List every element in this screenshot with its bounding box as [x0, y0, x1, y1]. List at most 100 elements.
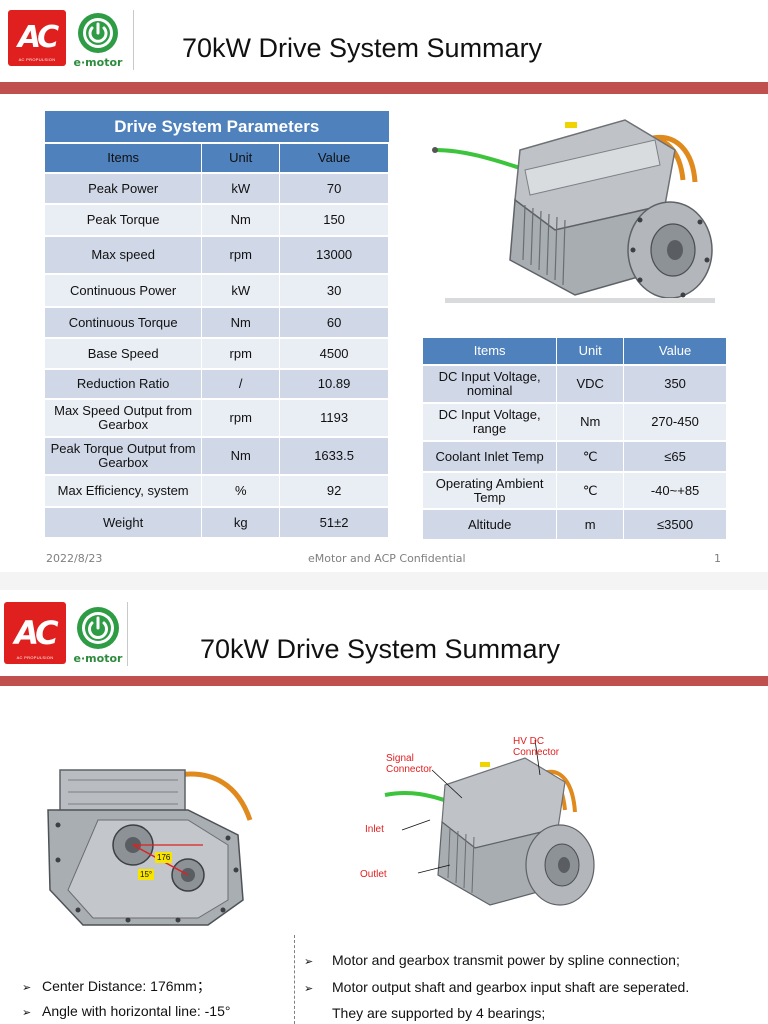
cell-unit: ℃	[556, 440, 625, 472]
bullet-arrow-icon: ➢	[304, 983, 314, 995]
logo-divider	[133, 10, 134, 70]
table-row: Peak Power kW 70	[45, 172, 389, 204]
table-caption: Drive System Parameters	[45, 111, 389, 143]
cell-unit: kg	[201, 506, 281, 537]
cell-item: Weight	[45, 506, 203, 537]
electrical-environment-table: Items Unit Value DC Input Voltage, nomin…	[423, 336, 727, 539]
table-row: Max speed rpm 13000	[45, 235, 389, 274]
slide-1: AC AC PROPULSION e·motor 70kW Drive Syst…	[0, 10, 768, 565]
callout-signal-connector: Signal Connector	[386, 753, 433, 775]
cell-unit: %	[201, 474, 281, 507]
cell-value: 1633.5	[279, 436, 389, 475]
cell-item: Altitude	[423, 508, 558, 539]
logo-divider	[127, 602, 128, 666]
cell-item: Continuous Torque	[45, 306, 203, 338]
footer-date: 2022/8/23	[46, 552, 103, 565]
cell-item: Max Speed Output from Gearbox	[45, 398, 203, 437]
power-icon	[78, 13, 118, 53]
table-row: Peak Torque Nm 150	[45, 203, 389, 236]
cell-unit: ℃	[556, 471, 625, 509]
cell-value: 92	[279, 474, 389, 507]
column-header: Unit	[201, 142, 281, 173]
table-row: Max Efficiency, system % 92	[45, 474, 389, 507]
footer-confidential: eMotor and ACP Confidential	[308, 552, 466, 565]
angle-label: 15°	[138, 869, 155, 880]
table-row: Continuous Power kW 30	[45, 273, 389, 307]
cell-value: ≤3500	[623, 508, 727, 539]
cell-value: 270-450	[623, 402, 727, 441]
cell-value: 30	[279, 273, 389, 307]
cell-unit: Nm	[201, 436, 281, 475]
table-row: Altitude m ≤3500	[423, 508, 727, 539]
bullet-angle: ➢Angle with horizontal line: -15°	[22, 1003, 231, 1019]
accent-bar	[0, 82, 768, 94]
emotor-logo: e·motor	[70, 10, 126, 70]
column-header: Value	[279, 142, 389, 173]
ac-propulsion-logo: AC AC PROPULSION	[4, 602, 66, 664]
bullet-spline-connection: ➢Motor and gearbox transmit power by spl…	[304, 952, 680, 968]
callout-inlet: Inlet	[365, 824, 384, 835]
cell-value: 13000	[279, 235, 389, 274]
slide-title: 70kW Drive System Summary	[182, 33, 543, 63]
slide-2: AC AC PROPULSION e·motor 70kW Drive Syst…	[0, 590, 768, 1024]
cell-value: 51±2	[279, 506, 389, 537]
bullet-arrow-icon: ➢	[22, 1007, 32, 1019]
emotor-logo: e·motor	[70, 604, 126, 666]
column-header: Unit	[556, 336, 625, 365]
slide-title: 70kW Drive System Summary	[200, 634, 561, 664]
cell-unit: kW	[201, 273, 281, 307]
cell-item: Peak Power	[45, 172, 203, 204]
cell-unit: VDC	[556, 364, 625, 403]
cell-item: Max speed	[45, 235, 203, 274]
accent-bar	[0, 676, 768, 686]
table-row: Max Speed Output from Gearbox rpm 1193	[45, 398, 389, 437]
table-row: Continuous Torque Nm 60	[45, 306, 389, 338]
cell-item: Reduction Ratio	[45, 368, 203, 399]
table-row: DC Input Voltage, nominal VDC 350	[423, 364, 727, 403]
bullet-center-distance: ➢Center Distance: 176mm；	[22, 978, 211, 994]
cell-value: 60	[279, 306, 389, 338]
callout-outlet: Outlet	[360, 869, 387, 880]
cell-unit: rpm	[201, 235, 281, 274]
cell-value: ≤65	[623, 440, 727, 472]
cell-value: 1193	[279, 398, 389, 437]
column-header: Value	[623, 336, 727, 365]
gearbox-side-view-image	[47, 769, 253, 926]
cell-unit: m	[556, 508, 625, 539]
cell-item: Base Speed	[45, 337, 203, 369]
table-row: Weight kg 51±2	[45, 506, 389, 537]
drive-unit-image	[432, 119, 715, 303]
table-row: Coolant Inlet Temp ℃ ≤65	[423, 440, 727, 472]
cell-value: 70	[279, 172, 389, 204]
column-header: Items	[45, 142, 203, 173]
cell-value: -40~+85	[623, 471, 727, 509]
cell-unit: kW	[201, 172, 281, 204]
table-row: Operating Ambient Temp ℃ -40~+85	[423, 471, 727, 509]
cell-item: Operating Ambient Temp	[423, 471, 558, 509]
table-row: DC Input Voltage, range Nm 270-450	[423, 402, 727, 441]
slide-gap	[0, 572, 768, 590]
cell-value: 4500	[279, 337, 389, 369]
cell-unit: Nm	[201, 203, 281, 236]
cell-unit: Nm	[556, 402, 625, 441]
cell-unit: rpm	[201, 337, 281, 369]
cell-item: Max Efficiency, system	[45, 474, 203, 507]
bullet-shafts-separated: ➢Motor output shaft and gearbox input sh…	[304, 979, 690, 995]
cell-unit: rpm	[201, 398, 281, 437]
bullet-arrow-icon: ➢	[22, 982, 32, 994]
cell-item: Coolant Inlet Temp	[423, 440, 558, 472]
cell-value: 150	[279, 203, 389, 236]
cell-item: Continuous Power	[45, 273, 203, 307]
cell-item: Peak Torque Output from Gearbox	[45, 436, 203, 475]
cell-item: DC Input Voltage, range	[423, 402, 558, 441]
cell-unit: /	[201, 368, 281, 399]
table-row: Base Speed rpm 4500	[45, 337, 389, 369]
center-distance-label: 176	[155, 852, 173, 863]
bullet-bearings: They are supported by 4 bearings;	[332, 1005, 546, 1021]
column-divider	[294, 935, 295, 1024]
bullet-arrow-icon: ➢	[304, 956, 314, 968]
table-row: Reduction Ratio / 10.89	[45, 368, 389, 399]
callout-hv-dc-connector: HV DC Connector	[513, 736, 560, 758]
cell-value: 350	[623, 364, 727, 403]
cell-item: Peak Torque	[45, 203, 203, 236]
